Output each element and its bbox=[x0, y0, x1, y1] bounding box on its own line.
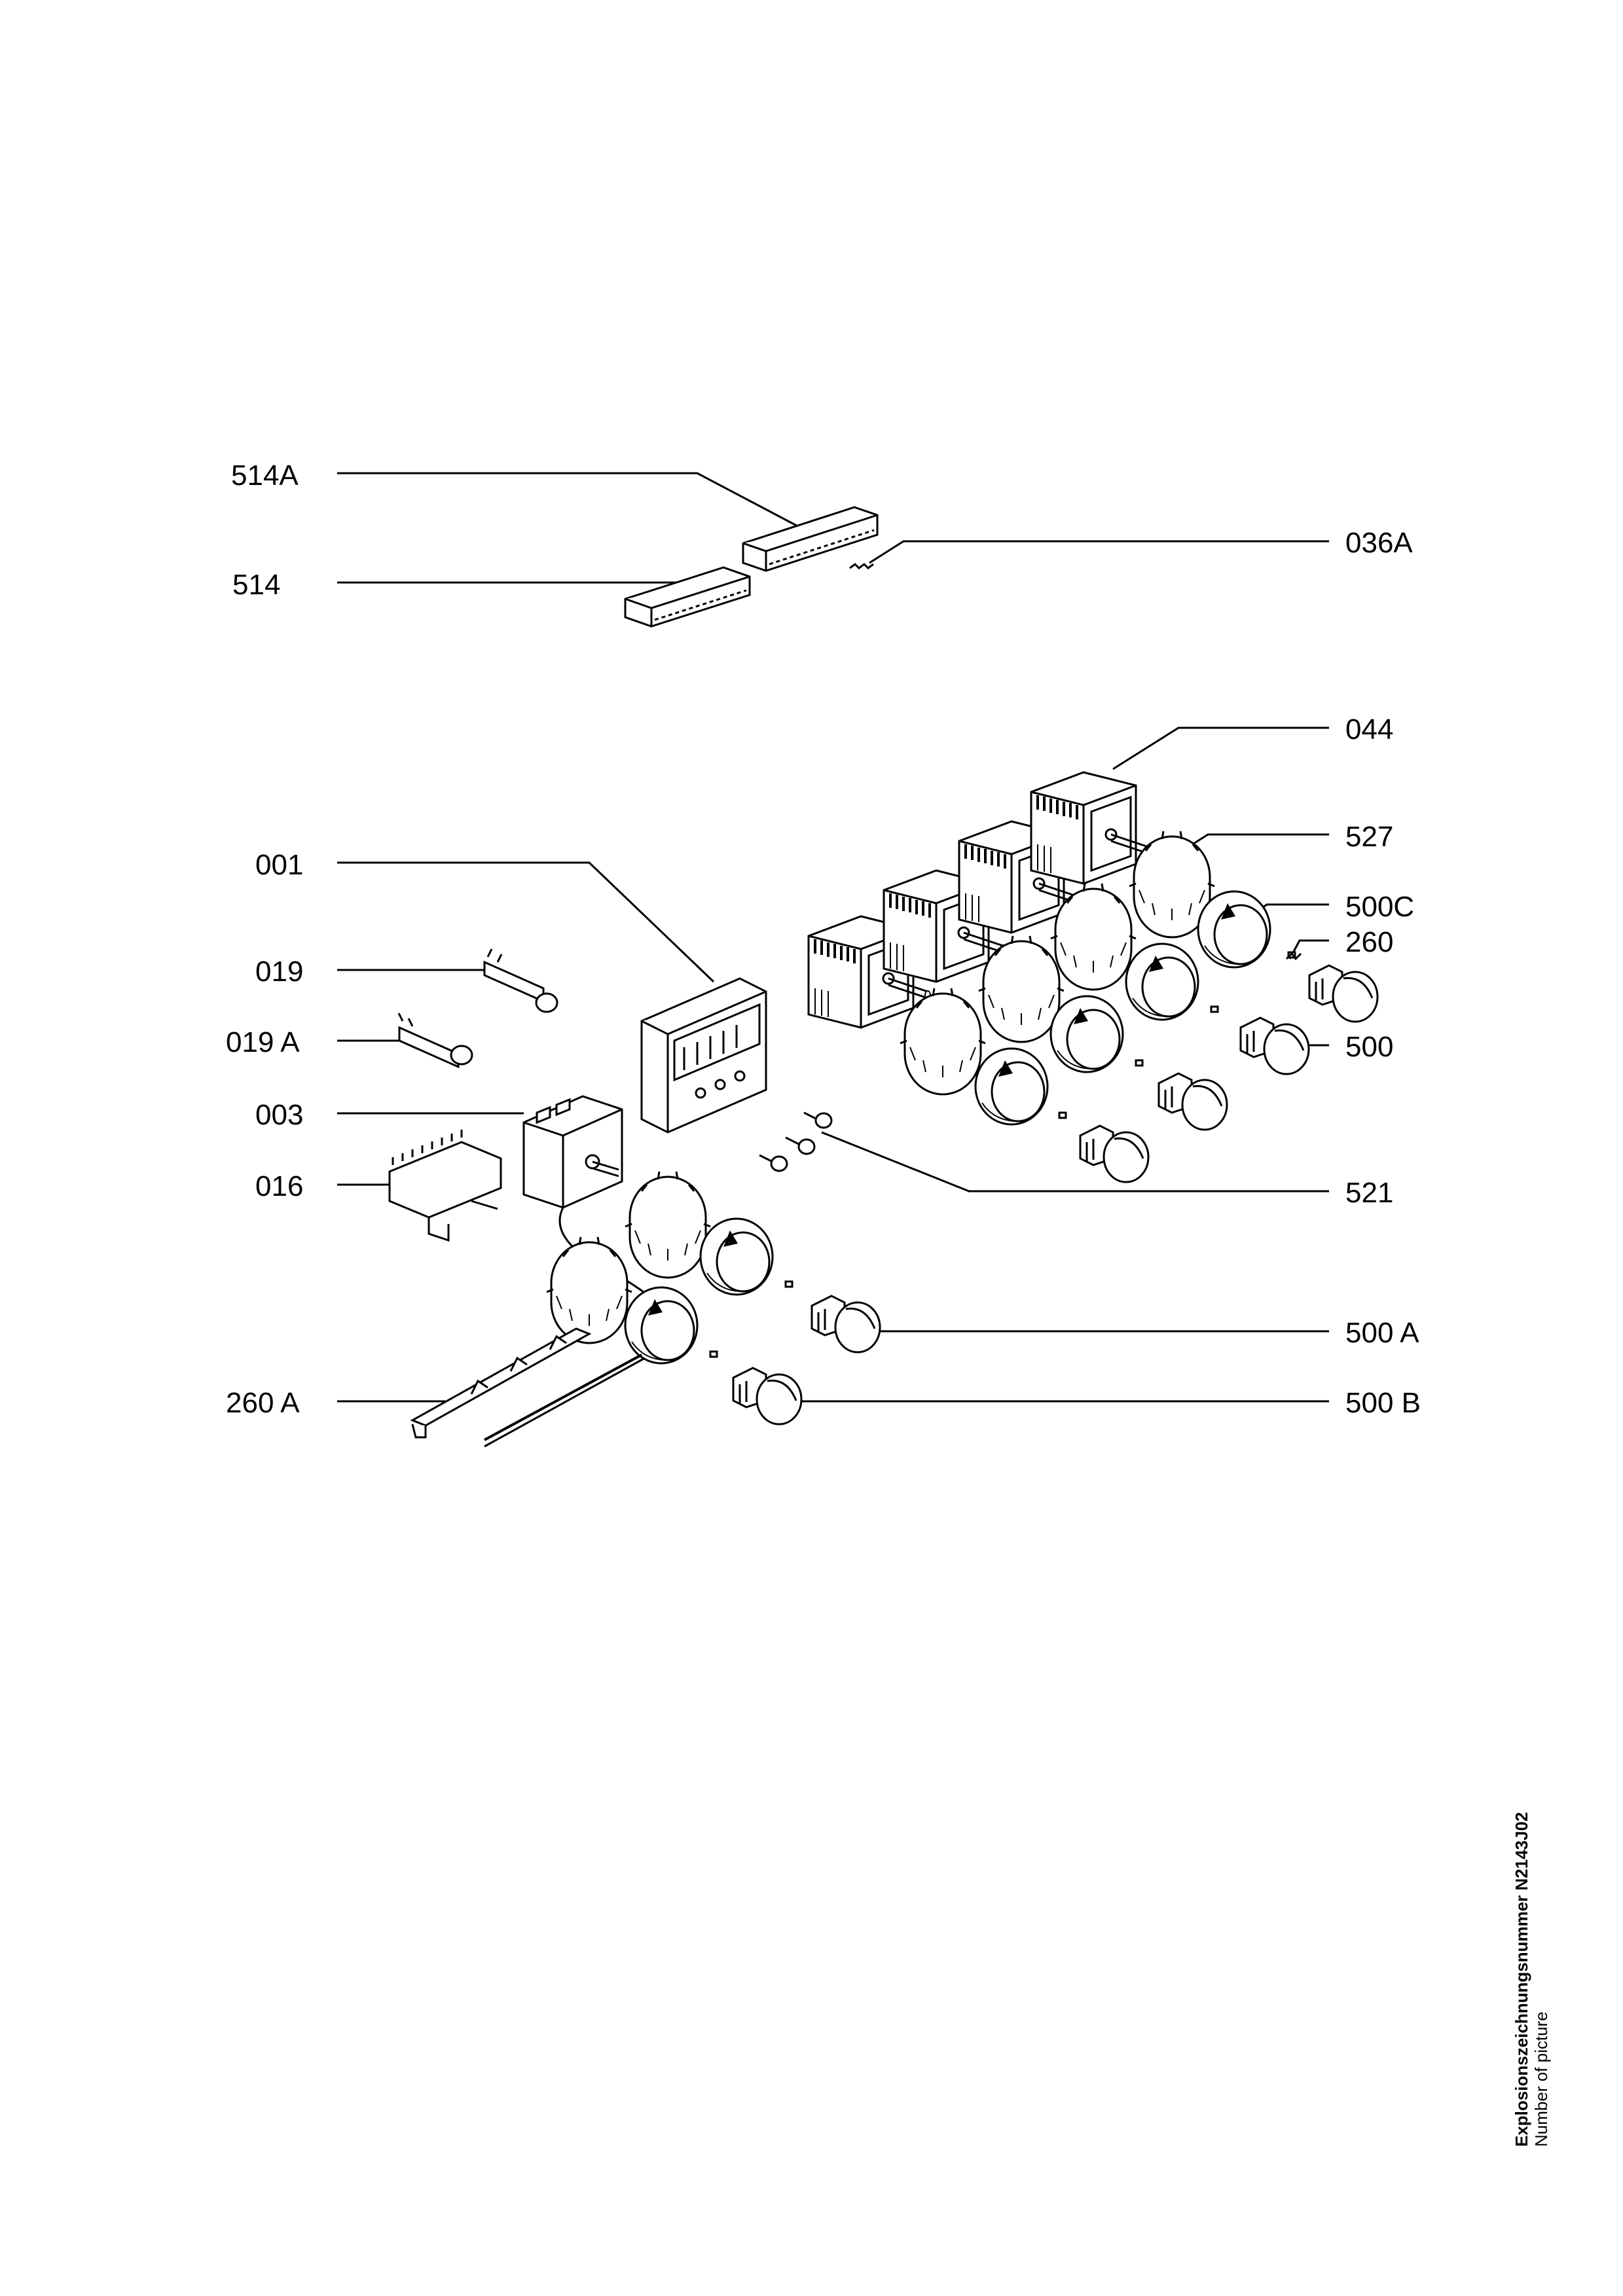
bracket-260A bbox=[410, 1327, 646, 1448]
terminal-block-514A bbox=[742, 506, 879, 572]
indicator-lamp-019 bbox=[483, 948, 558, 1013]
part-label-514: 514 bbox=[232, 569, 281, 601]
drawing-number: Explosionszeichnungsnummer N2143J02 bbox=[1512, 1812, 1531, 2147]
part-label-036A: 036A bbox=[1345, 527, 1413, 559]
part-label-527: 527 bbox=[1345, 821, 1394, 853]
part-label-260A: 260 A bbox=[226, 1387, 300, 1419]
spring-036A bbox=[849, 563, 874, 569]
part-label-514A: 514A bbox=[231, 459, 299, 492]
drawing-number-block: Explosionszeichnungsnummer N2143J02 Numb… bbox=[1512, 1812, 1552, 2147]
picture-caption: Number of picture bbox=[1531, 2011, 1551, 2147]
part-label-003: 003 bbox=[255, 1099, 304, 1131]
part-label-019A: 019 A bbox=[226, 1026, 300, 1058]
part-label-001: 001 bbox=[255, 849, 304, 881]
part-label-500C: 500C bbox=[1345, 891, 1415, 923]
part-label-260: 260 bbox=[1345, 926, 1394, 958]
part-label-500: 500 bbox=[1345, 1031, 1394, 1063]
display-timer-001 bbox=[640, 977, 767, 1134]
switch-003 bbox=[522, 1095, 669, 1314]
part-label-500A: 500 A bbox=[1345, 1317, 1419, 1349]
part-label-019: 019 bbox=[255, 956, 304, 988]
part-label-016: 016 bbox=[255, 1170, 304, 1202]
indicator-lamp-019A bbox=[397, 1013, 473, 1069]
pushbuttons-521 bbox=[759, 1111, 833, 1172]
part-label-521: 521 bbox=[1345, 1177, 1394, 1209]
knobs-500 bbox=[1079, 964, 1379, 1183]
spring-260 bbox=[1285, 952, 1302, 961]
part-label-500B: 500 B bbox=[1345, 1387, 1421, 1419]
knobs-500A-500B bbox=[732, 1295, 881, 1426]
terminal-block-514 bbox=[624, 566, 751, 628]
selector-switch-016 bbox=[388, 1130, 502, 1242]
part-label-044: 044 bbox=[1345, 713, 1394, 745]
